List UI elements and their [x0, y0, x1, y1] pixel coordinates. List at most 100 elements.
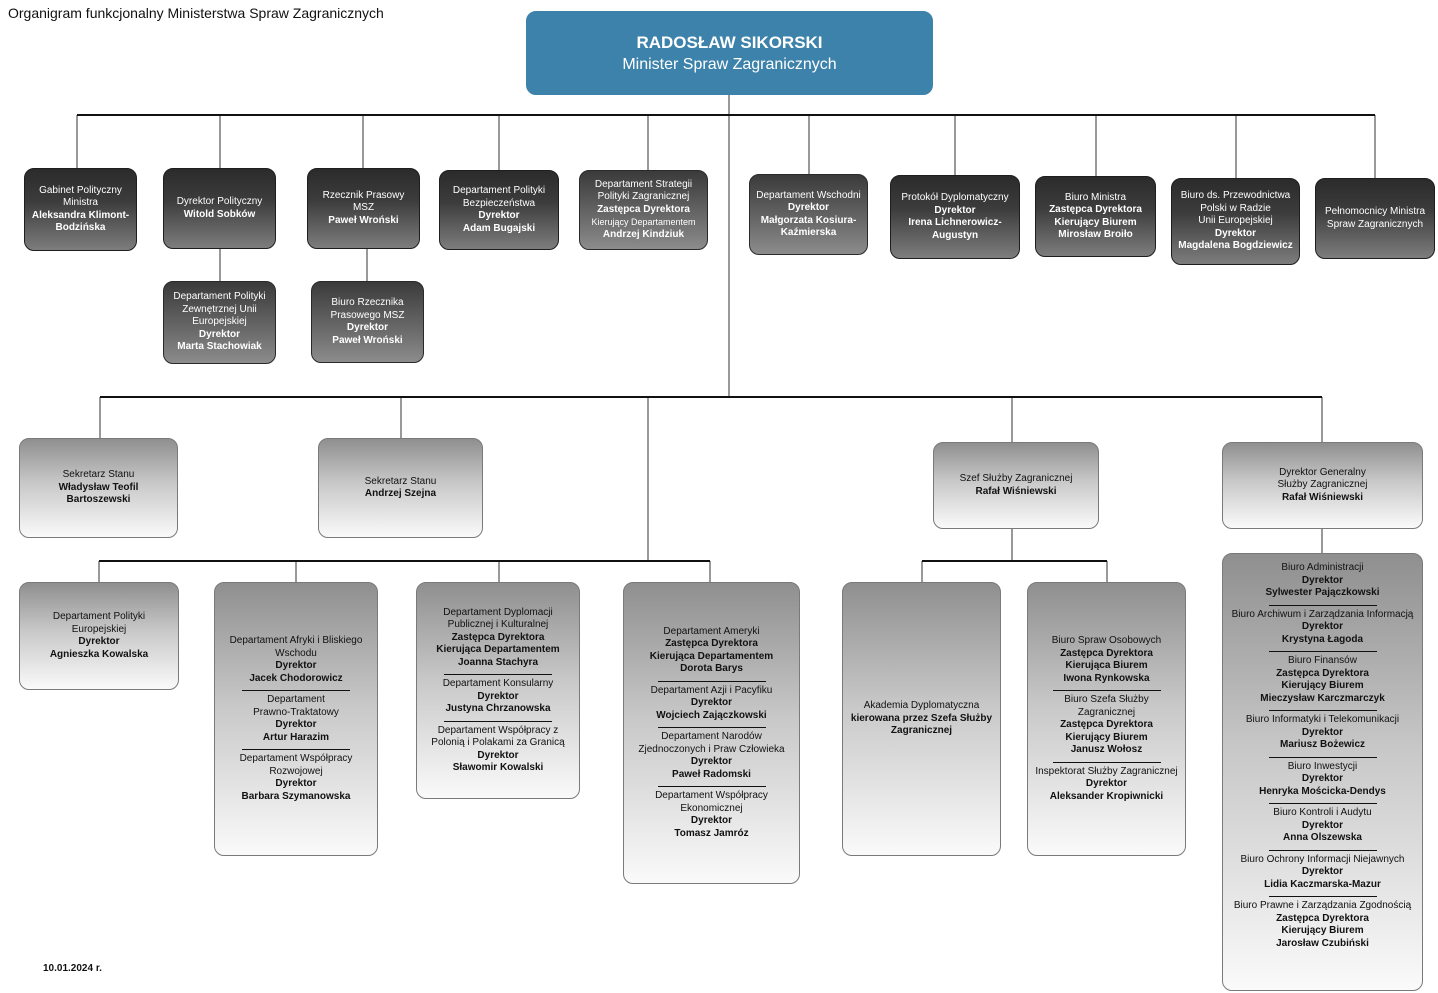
unit-name: Polonią i Polakami za Granicą	[431, 737, 565, 748]
unit-name: Departament Dyplomacji	[443, 606, 553, 618]
unit-head: Dyrektor	[1301, 866, 1344, 877]
unit-head: Zastępca Dyrektora	[665, 638, 758, 650]
unit-name: Szef Służby Zagranicznej	[959, 473, 1073, 484]
unit-head: Paweł Wroński	[332, 334, 403, 346]
unit-name: Protokół Dyplomatyczny	[901, 192, 1009, 203]
minister-box[interactable]: RADOSŁAW SIKORSKI Minister Spraw Zagrani…	[526, 11, 933, 95]
separator	[242, 690, 350, 691]
unit-name: Sekretarz Stanu	[364, 475, 437, 487]
unit-name: Biuro Rzecznika	[331, 297, 404, 308]
unit-head: Wojciech Zajączkowski	[656, 709, 767, 721]
unit-name: Departament	[267, 694, 325, 705]
unit-name: Służby Zagranicznej	[1277, 479, 1368, 491]
unit-head: Justyna Chrzanowska	[445, 703, 551, 714]
unit-head: Dyrektor	[1301, 574, 1344, 586]
unit-name: Departament Konsularny	[442, 678, 554, 689]
separator	[242, 749, 350, 750]
unit-head: Dyrektor	[275, 660, 317, 671]
unit-name: Departament Narodów	[661, 731, 762, 743]
unit-head: Magdalena Bogdziewicz	[1178, 240, 1293, 252]
separator	[1268, 651, 1377, 652]
separator	[657, 727, 766, 729]
unit-name: Gabinet Polityczny	[39, 184, 122, 196]
unit-name: Departament Polityki	[52, 611, 146, 622]
unit-head: Bodzińska	[55, 222, 106, 233]
unit-name: Biuro Administracji	[1281, 562, 1364, 573]
unit-name: Biuro Ministra	[1064, 191, 1127, 203]
unit-name: Departament Współpracy z	[437, 724, 559, 736]
unit-name: Departament Ameryki	[663, 625, 760, 637]
unit-head: Zastępca Dyrektora	[451, 631, 545, 643]
unit-head: Irena Lichnerowicz-	[908, 217, 1002, 228]
unit-head: Paweł Wroński	[328, 214, 399, 226]
unit-name: Ministra	[62, 197, 98, 208]
unit-name: Departament Azji i Pacyfiku	[650, 684, 773, 696]
unit-name: Departament Współpracy	[655, 790, 768, 802]
unit-name: Biuro Inwestycji	[1287, 760, 1358, 772]
unit-name: Ekonomicznej	[680, 802, 743, 814]
unit-head: Dyrektor	[787, 202, 830, 213]
unit-head: Dyrektor	[198, 328, 241, 340]
unit-head: Jarosław Czubiński	[1276, 937, 1369, 949]
unit-name: Pełnomocnicy Ministra	[1324, 206, 1426, 217]
unit-head: Kaźmierska	[780, 227, 837, 238]
separator	[657, 786, 766, 788]
unit-head: Aleksandra Klimont-	[31, 209, 130, 221]
unit-name: Publicznej i Kulturalnej	[447, 619, 549, 630]
unit-head: Małgorzata Kosiura-	[760, 214, 857, 226]
unit-head: Dyrektor	[690, 815, 733, 827]
unit-name: Akademia Dyplomatyczna	[863, 700, 980, 712]
unit-head: Sylwester Pajączkowski	[1265, 587, 1380, 598]
unit-head: Mieczysław Karczmarczyk	[1260, 692, 1385, 704]
unit-name: Inspektorat Służby Zagranicznej	[1035, 765, 1178, 777]
unit-name: Rozwojowej	[269, 765, 323, 777]
unit-head: Kierująca Biurem	[1065, 660, 1148, 671]
unit-name: Sekretarz Stanu	[62, 469, 135, 481]
unit-head: Zastępca Dyrektora	[1060, 647, 1153, 659]
unit-name: Polski w Radzie	[1200, 202, 1271, 214]
unit-head: Andrzej Kindziuk	[602, 228, 685, 240]
document-date: 10.01.2024 r.	[43, 963, 102, 974]
